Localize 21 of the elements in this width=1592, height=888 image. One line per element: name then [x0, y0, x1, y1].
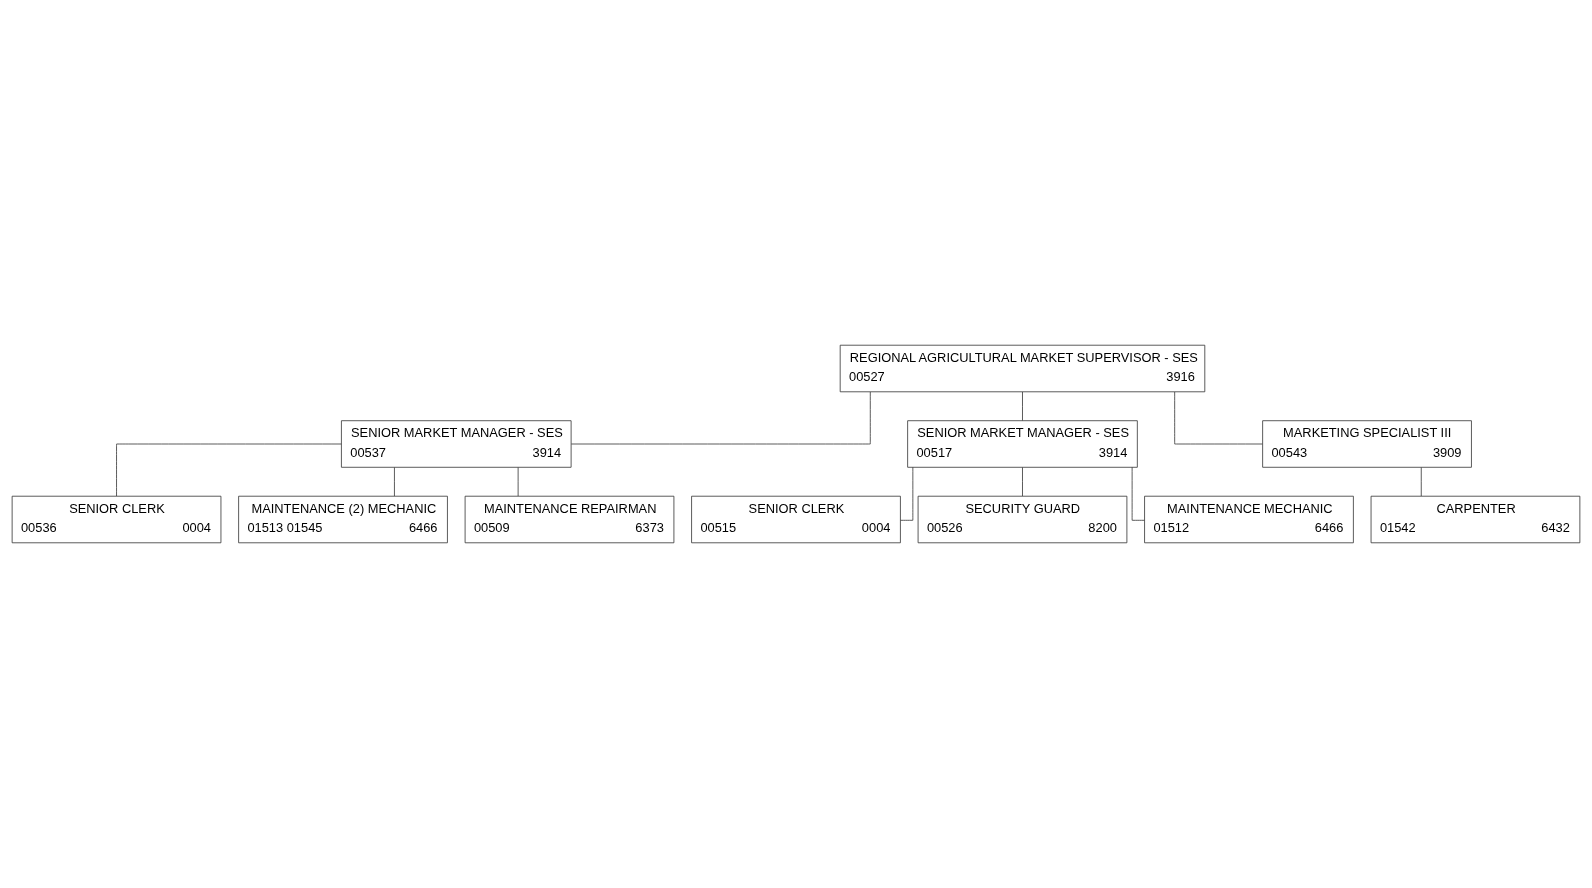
node-box: SENIOR CLERK 00536 0004 — [11, 495, 222, 544]
connector — [1022, 467, 1023, 497]
connector — [1420, 467, 1422, 497]
node-box: MAINTENANCE MECHANIC 01512 6466 — [1144, 495, 1354, 544]
node-box: MAINTENANCE REPAIRMAN 00509 6373 — [464, 495, 675, 544]
node-box: SECURITY GUARD 00526 8200 — [917, 495, 1128, 544]
connector — [394, 467, 395, 497]
node-box: CARPENTER 01542 6432 — [1370, 495, 1581, 544]
node-box: MAINTENANCE (2) MECHANIC 01513 01545 6466 — [238, 495, 448, 544]
connector — [517, 467, 519, 497]
connector — [1174, 391, 1263, 445]
node-box: SENIOR CLERK 00515 0004 — [691, 495, 901, 544]
connector — [1131, 466, 1145, 521]
node-box: SENIOR MARKET MANAGER - SES 00517 3914 — [907, 420, 1138, 468]
connector — [570, 391, 871, 445]
connector — [1022, 391, 1023, 421]
connector — [116, 443, 342, 497]
node-box: MARKETING SPECIALIST III 00543 3909 — [1262, 420, 1472, 468]
connector — [900, 466, 914, 521]
node-box: REGIONAL AGRICULTURAL MARKET SUPERVISOR - SES 00527 3916 — [839, 344, 1206, 393]
node-box: SENIOR MARKET MANAGER - SES 00537 3914 — [341, 420, 572, 468]
